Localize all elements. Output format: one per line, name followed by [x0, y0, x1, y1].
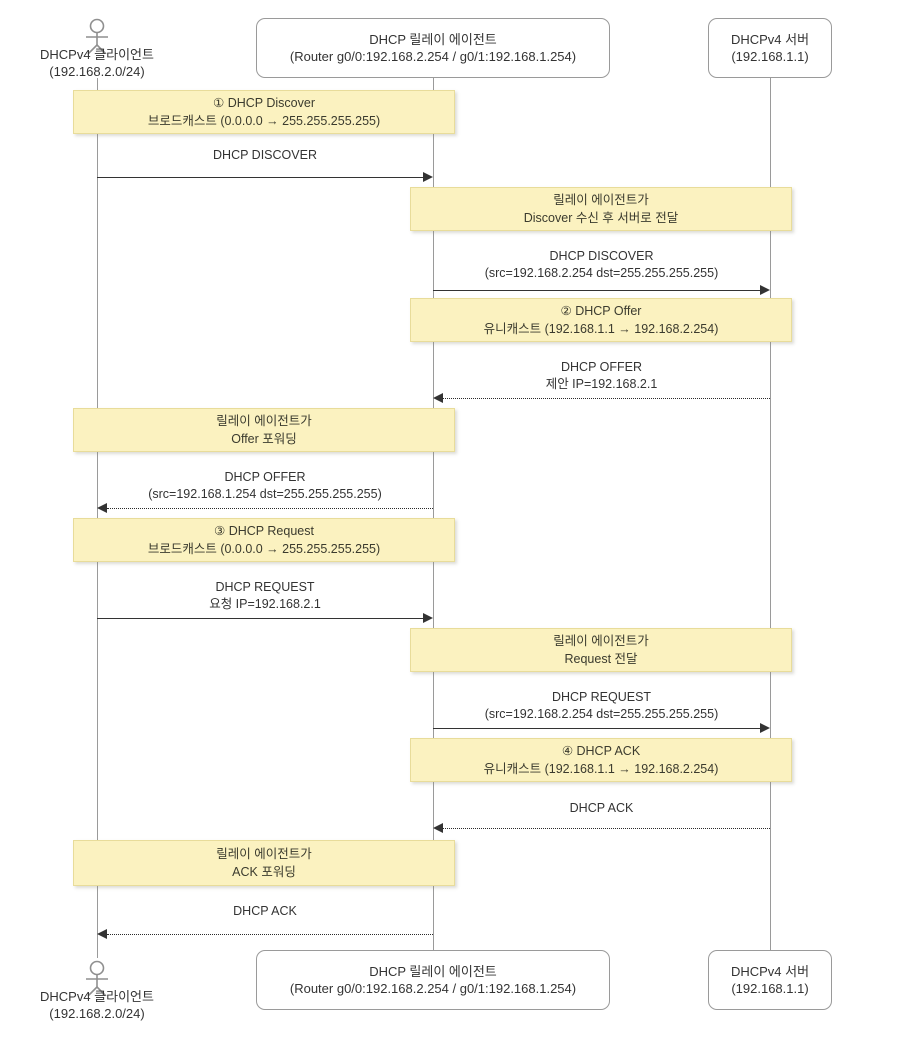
note-discover: ① DHCP Discover 브로드캐스트 (0.0.0.0 → 255.25… — [73, 90, 455, 134]
note-relay-forward-discover-line1: 릴레이 에이전트가 — [553, 192, 649, 207]
participant-relay-top-address: (Router g0/0:192.168.2.254 / g0/1:192.16… — [289, 49, 577, 64]
participant-client-bottom-address: (192.168.2.0/24) — [49, 1006, 145, 1022]
message-offer-server-relay-line1: DHCP OFFER — [560, 360, 643, 374]
participant-client-top-address: (192.168.2.0/24) — [49, 64, 145, 80]
note-relay-forward-offer: 릴레이 에이전트가 Offer 포워딩 — [73, 408, 455, 452]
participant-relay-top[interactable]: DHCP 릴레이 에이전트 (Router g0/0:192.168.2.254… — [256, 18, 610, 78]
arrowhead-ack-server-relay — [433, 823, 443, 833]
message-offer-server-relay-line2: 제안 IP=192.168.2.1 — [545, 376, 658, 391]
note-request: ③ DHCP Request 브로드캐스트 (0.0.0.0 → 255.255… — [73, 518, 455, 562]
note-relay-forward-request-line2: Request 전달 — [564, 652, 638, 666]
message-label-offer-server-relay: DHCP OFFER 제안 IP=192.168.2.1 — [433, 359, 770, 393]
participant-server-bottom-name: DHCPv4 서버 — [730, 963, 810, 979]
message-arrow-offer-relay-client — [107, 508, 433, 509]
note-ack: ④ DHCP ACK 유니캐스트 (192.168.1.1 → 192.168.… — [410, 738, 792, 782]
message-ack-server-relay-line1: DHCP ACK — [569, 801, 634, 815]
message-label-ack-relay-client: DHCP ACK — [97, 903, 433, 920]
note-relay-forward-offer-line2: Offer 포워딩 — [231, 432, 297, 446]
message-label-discover-client-relay: DHCP DISCOVER — [97, 147, 433, 164]
message-discover-client-relay-line1: DHCP DISCOVER — [213, 148, 317, 162]
arrowhead-ack-relay-client — [97, 929, 107, 939]
message-arrow-request-client-relay — [97, 618, 425, 619]
message-arrow-ack-server-relay — [443, 828, 770, 829]
message-arrow-discover-relay-server — [433, 290, 762, 291]
participant-server-top-name: DHCPv4 서버 — [730, 31, 810, 47]
note-offer-line2: 유니캐스트 (192.168.1.1 → 192.168.2.254) — [483, 322, 719, 336]
participant-server-bottom[interactable]: DHCPv4 서버 (192.168.1.1) — [708, 950, 832, 1010]
message-offer-relay-client-line2: (src=192.168.1.254 dst=255.255.255.255) — [148, 486, 382, 501]
message-discover-relay-server-line2: (src=192.168.2.254 dst=255.255.255.255) — [484, 265, 719, 280]
participant-server-bottom-address: (192.168.1.1) — [731, 981, 809, 996]
participant-relay-bottom-address: (Router g0/0:192.168.2.254 / g0/1:192.16… — [289, 981, 577, 996]
message-request-relay-server-line1: DHCP REQUEST — [551, 690, 652, 704]
note-relay-forward-discover: 릴레이 에이전트가 Discover 수신 후 서버로 전달 — [410, 187, 792, 231]
message-request-client-relay-line1: DHCP REQUEST — [215, 580, 315, 594]
actor-icon — [86, 18, 108, 54]
participant-client-top-name: DHCPv4 클라이언트 — [40, 47, 154, 62]
note-discover-line2: 브로드캐스트 (0.0.0.0 → 255.255.255.255) — [147, 114, 381, 128]
actor-icon-bottom — [86, 960, 108, 996]
note-relay-forward-ack: 릴레이 에이전트가 ACK 포워딩 — [73, 840, 455, 886]
arrowhead-discover-client-relay — [423, 172, 433, 182]
message-offer-relay-client-line1: DHCP OFFER — [224, 470, 306, 484]
message-arrow-ack-relay-client — [107, 934, 433, 935]
message-label-request-client-relay: DHCP REQUEST 요청 IP=192.168.2.1 — [97, 579, 433, 613]
note-offer-line1: ② DHCP Offer — [560, 303, 642, 318]
message-arrow-request-relay-server — [433, 728, 762, 729]
message-label-ack-server-relay: DHCP ACK — [433, 800, 770, 817]
message-request-relay-server-line2: (src=192.168.2.254 dst=255.255.255.255) — [484, 706, 719, 721]
message-request-client-relay-line2: 요청 IP=192.168.2.1 — [209, 596, 321, 611]
note-request-line1: ③ DHCP Request — [214, 523, 314, 538]
participant-client-bottom-name: DHCPv4 클라이언트 — [40, 989, 154, 1004]
arrowhead-discover-relay-server — [760, 285, 770, 295]
participant-server-top[interactable]: DHCPv4 서버 (192.168.1.1) — [708, 18, 832, 78]
message-ack-relay-client-line1: DHCP ACK — [233, 904, 297, 918]
note-ack-line1: ④ DHCP ACK — [561, 743, 641, 758]
arrowhead-offer-server-relay — [433, 393, 443, 403]
note-relay-forward-offer-line1: 릴레이 에이전트가 — [216, 413, 312, 428]
note-relay-forward-request-line1: 릴레이 에이전트가 — [553, 633, 649, 648]
participant-relay-bottom-name: DHCP 릴레이 에이전트 — [369, 963, 497, 979]
note-discover-line1: ① DHCP Discover — [213, 95, 315, 110]
message-discover-relay-server-line1: DHCP DISCOVER — [549, 249, 654, 263]
note-relay-forward-request: 릴레이 에이전트가 Request 전달 — [410, 628, 792, 672]
message-label-request-relay-server: DHCP REQUEST (src=192.168.2.254 dst=255.… — [433, 689, 770, 723]
note-request-line2: 브로드캐스트 (0.0.0.0 → 255.255.255.255) — [147, 542, 381, 556]
arrowhead-offer-relay-client — [97, 503, 107, 513]
note-ack-line2: 유니캐스트 (192.168.1.1 → 192.168.2.254) — [483, 762, 719, 776]
arrowhead-request-client-relay — [423, 613, 433, 623]
participant-server-top-address: (192.168.1.1) — [731, 49, 809, 64]
message-label-discover-relay-server: DHCP DISCOVER (src=192.168.2.254 dst=255… — [433, 248, 770, 282]
note-relay-forward-ack-line1: 릴레이 에이전트가 — [216, 846, 312, 861]
message-arrow-discover-client-relay — [97, 177, 425, 178]
participant-relay-bottom[interactable]: DHCP 릴레이 에이전트 (Router g0/0:192.168.2.254… — [256, 950, 610, 1010]
participant-relay-top-name: DHCP 릴레이 에이전트 — [369, 31, 497, 47]
note-offer: ② DHCP Offer 유니캐스트 (192.168.1.1 → 192.16… — [410, 298, 792, 342]
lifeline-server — [770, 78, 771, 958]
note-relay-forward-ack-line2: ACK 포워딩 — [232, 865, 296, 879]
message-arrow-offer-server-relay — [443, 398, 770, 399]
note-relay-forward-discover-line2: Discover 수신 후 서버로 전달 — [523, 211, 679, 225]
arrowhead-request-relay-server — [760, 723, 770, 733]
message-label-offer-relay-client: DHCP OFFER (src=192.168.1.254 dst=255.25… — [97, 469, 433, 503]
